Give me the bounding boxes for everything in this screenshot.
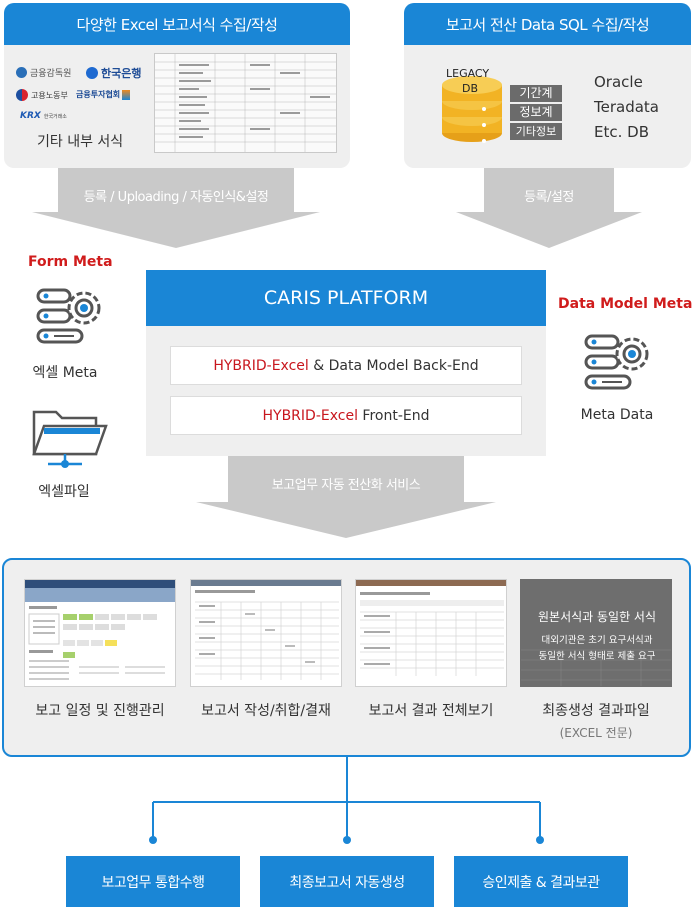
excel-meta-icon	[36, 284, 106, 358]
service-final-sub: (EXCEL 전문)	[559, 726, 633, 740]
center-arrow-label: 보고업무 자동 전산화 서비스	[271, 478, 421, 493]
schedule-thumbnail	[24, 579, 176, 687]
excel-file-label: 엑셀파일	[38, 484, 90, 500]
caris-platform: CARIS PLATFORM HYBRID-Excel & Data Model…	[146, 270, 546, 456]
services-panel: 원본서식과 동일한 서식 대외기관은 초기 요구서식과 동일한 서식 형태로 제…	[2, 558, 691, 757]
service-label-schedule: 보고 일정 및 진행관리	[35, 703, 165, 719]
sql-data-panel: 보고서 전산 Data SQL 수집/작성 LEGACY DB 기간계 정보계 …	[404, 3, 691, 168]
logo-bok: 한국은행	[86, 65, 141, 81]
frontend-hybrid-label: HYBRID-Excel	[262, 407, 358, 424]
db-tag-core: 기간계	[510, 85, 562, 102]
service-label-view: 보고서 결과 전체보기	[368, 703, 494, 719]
result-view-thumbnail	[355, 579, 507, 687]
final-thumb-line3: 동일한 서식 형태로 제출 요구	[538, 651, 656, 662]
final-thumb-title: 원본서식과 동일한 서식	[537, 610, 657, 624]
db-label: DB	[462, 82, 479, 95]
other-forms-caption: 기타 내부 서식	[37, 134, 124, 150]
service-label-edit: 보고서 작성/취합/결재	[201, 703, 331, 719]
meta-data-label: Meta Data	[580, 407, 654, 423]
frontend-rest-label: Front-End	[357, 407, 430, 424]
legacy-db-icon	[440, 67, 510, 147]
output-connectors	[149, 757, 544, 844]
spreadsheet-thumbnail	[154, 53, 337, 153]
right-down-arrow	[456, 168, 642, 248]
output-integrated-reporting: 보고업무 통합수행	[66, 856, 240, 907]
backend-hybrid-label: HYBRID-Excel	[213, 357, 309, 374]
platform-title: CARIS PLATFORM	[146, 270, 546, 326]
excel-forms-title: 다양한 Excel 보고서식 수집/작성	[4, 3, 350, 45]
excel-forms-panel: 다양한 Excel 보고서식 수집/작성 금융감독원 한국은행 고용노동부 금융…	[4, 3, 350, 168]
legacy-label: LEGACY	[446, 67, 490, 80]
db-list-oracle: Oracle	[594, 73, 643, 91]
service-label-final: 최종생성 결과파일	[542, 703, 650, 719]
left-down-arrow	[32, 168, 320, 248]
output-auto-report: 최종보고서 자동생성	[260, 856, 434, 907]
logo-fss: 금융감독원	[16, 66, 71, 79]
data-model-meta-title: Data Model Meta	[558, 296, 693, 312]
excel-meta-label: 엑셀 Meta	[32, 365, 98, 381]
backend-box: HYBRID-Excel & Data Model Back-End	[170, 346, 522, 385]
logo-kofia: 금융투자협회	[76, 89, 131, 100]
final-thumb-line2: 대외기관은 초기 요구서식과	[541, 635, 653, 646]
logo-krx: KRX 한국거래소	[20, 111, 67, 121]
center-down-arrow	[196, 456, 496, 538]
db-tag-etc: 기타정보	[510, 123, 562, 140]
sql-data-title: 보고서 전산 Data SQL 수집/작성	[404, 3, 691, 45]
meta-data-icon	[584, 330, 654, 404]
logo-moel: 고용노동부	[16, 89, 68, 101]
db-tag-info: 정보계	[510, 104, 562, 121]
form-meta-title: Form Meta	[28, 254, 113, 270]
report-edit-thumbnail	[190, 579, 342, 687]
right-arrow-label: 등록/설정	[524, 190, 574, 205]
frontend-box: HYBRID-Excel Front-End	[170, 396, 522, 435]
db-list-teradata: Teradata	[594, 98, 659, 116]
db-list-etc: Etc. DB	[594, 123, 649, 141]
backend-rest-label: & Data Model Back-End	[308, 357, 479, 374]
output-approval-archive: 승인제출 & 결과보관	[454, 856, 628, 907]
left-arrow-label: 등록 / Uploading / 자동인식&설정	[83, 190, 269, 205]
final-file-thumbnail: 원본서식과 동일한 서식 대외기관은 초기 요구서식과 동일한 서식 형태로 제…	[520, 579, 672, 687]
excel-file-folder-icon	[30, 404, 110, 476]
